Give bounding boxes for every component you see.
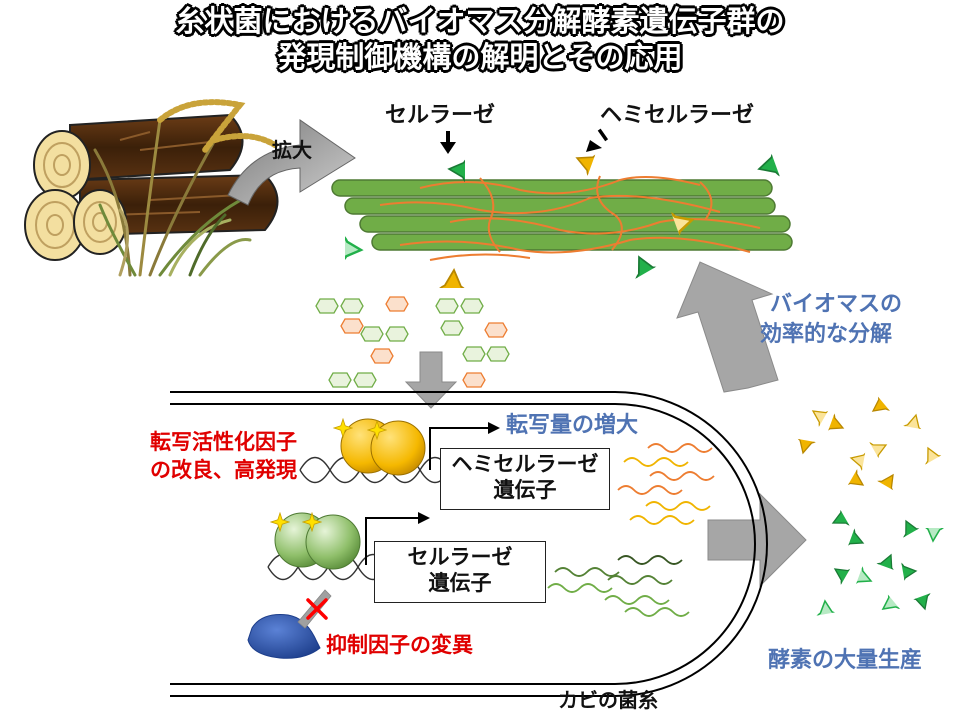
hyphae-label: カビの菌糸 <box>558 688 658 712</box>
biomass-label-line-2: 効率的な分解 <box>760 322 893 347</box>
title-line-1: 糸状菌におけるバイオマス分解酵素遺伝子群の <box>175 4 785 38</box>
hypha-cell-outline <box>170 391 768 697</box>
secreted-hemicellulases <box>791 392 946 496</box>
enlarge-label: 拡大 <box>272 138 312 162</box>
hemicellulose-fibers <box>379 175 761 261</box>
repressor-pointer-icon <box>297 589 332 629</box>
cellulose-fibers <box>331 179 793 251</box>
activator-label-line-2: の改良、高発現 <box>150 458 297 482</box>
cellulase-gene-label-line-2: 遺伝子 <box>428 571 492 596</box>
transcription-start-arrows <box>365 427 490 565</box>
activator-hemicellulase-icon <box>333 418 426 476</box>
secreted-cellulases <box>809 505 946 621</box>
enlarge-arrow-icon <box>227 119 356 206</box>
biomass-decomposition-arrow-icon <box>676 261 779 393</box>
activator-label-line-1: 転写活性化因子 <box>150 430 297 454</box>
cellulase-gene-box: セルラーゼ 遺伝子 <box>374 541 546 603</box>
label-pointer-arrows <box>440 128 609 154</box>
activator-cellulase-icon <box>270 512 361 570</box>
transcription-arrowheads <box>418 422 500 524</box>
mass-production-label: 酵素の大量生産 <box>768 648 923 673</box>
sugar-hexagons-icon <box>315 296 510 388</box>
cellulase-mrna-waves <box>547 555 690 617</box>
title-line-2: 発現制御機構の解明とその応用 <box>277 40 683 74</box>
inhibit-x-icon <box>306 598 328 620</box>
uptake-arrow-icon <box>404 351 458 409</box>
cellulase-label: セルラーゼ <box>385 103 496 128</box>
transcription-increase-label: 転写量の増大 <box>506 413 639 438</box>
hemicellulase-gene-label-line-2: 遺伝子 <box>493 478 557 503</box>
cellulase-gene-label-line-1: セルラーゼ <box>407 545 513 569</box>
repressor-mutation-label: 抑制因子の変異 <box>326 633 473 657</box>
hemicellulase-gene-label-line-1: ヘミセルラーゼ <box>451 452 599 476</box>
biomass-label-line-1: バイオマスの <box>770 292 903 317</box>
hemicellulase-gene-box: ヘミセルラーゼ 遺伝子 <box>440 448 610 510</box>
hemicellulase-label: ヘミセルラーゼ <box>600 103 755 128</box>
rice-plant-icon <box>93 99 278 277</box>
hemicellulase-mrna-waves <box>617 443 715 525</box>
secretion-arrow-icon <box>707 492 807 588</box>
